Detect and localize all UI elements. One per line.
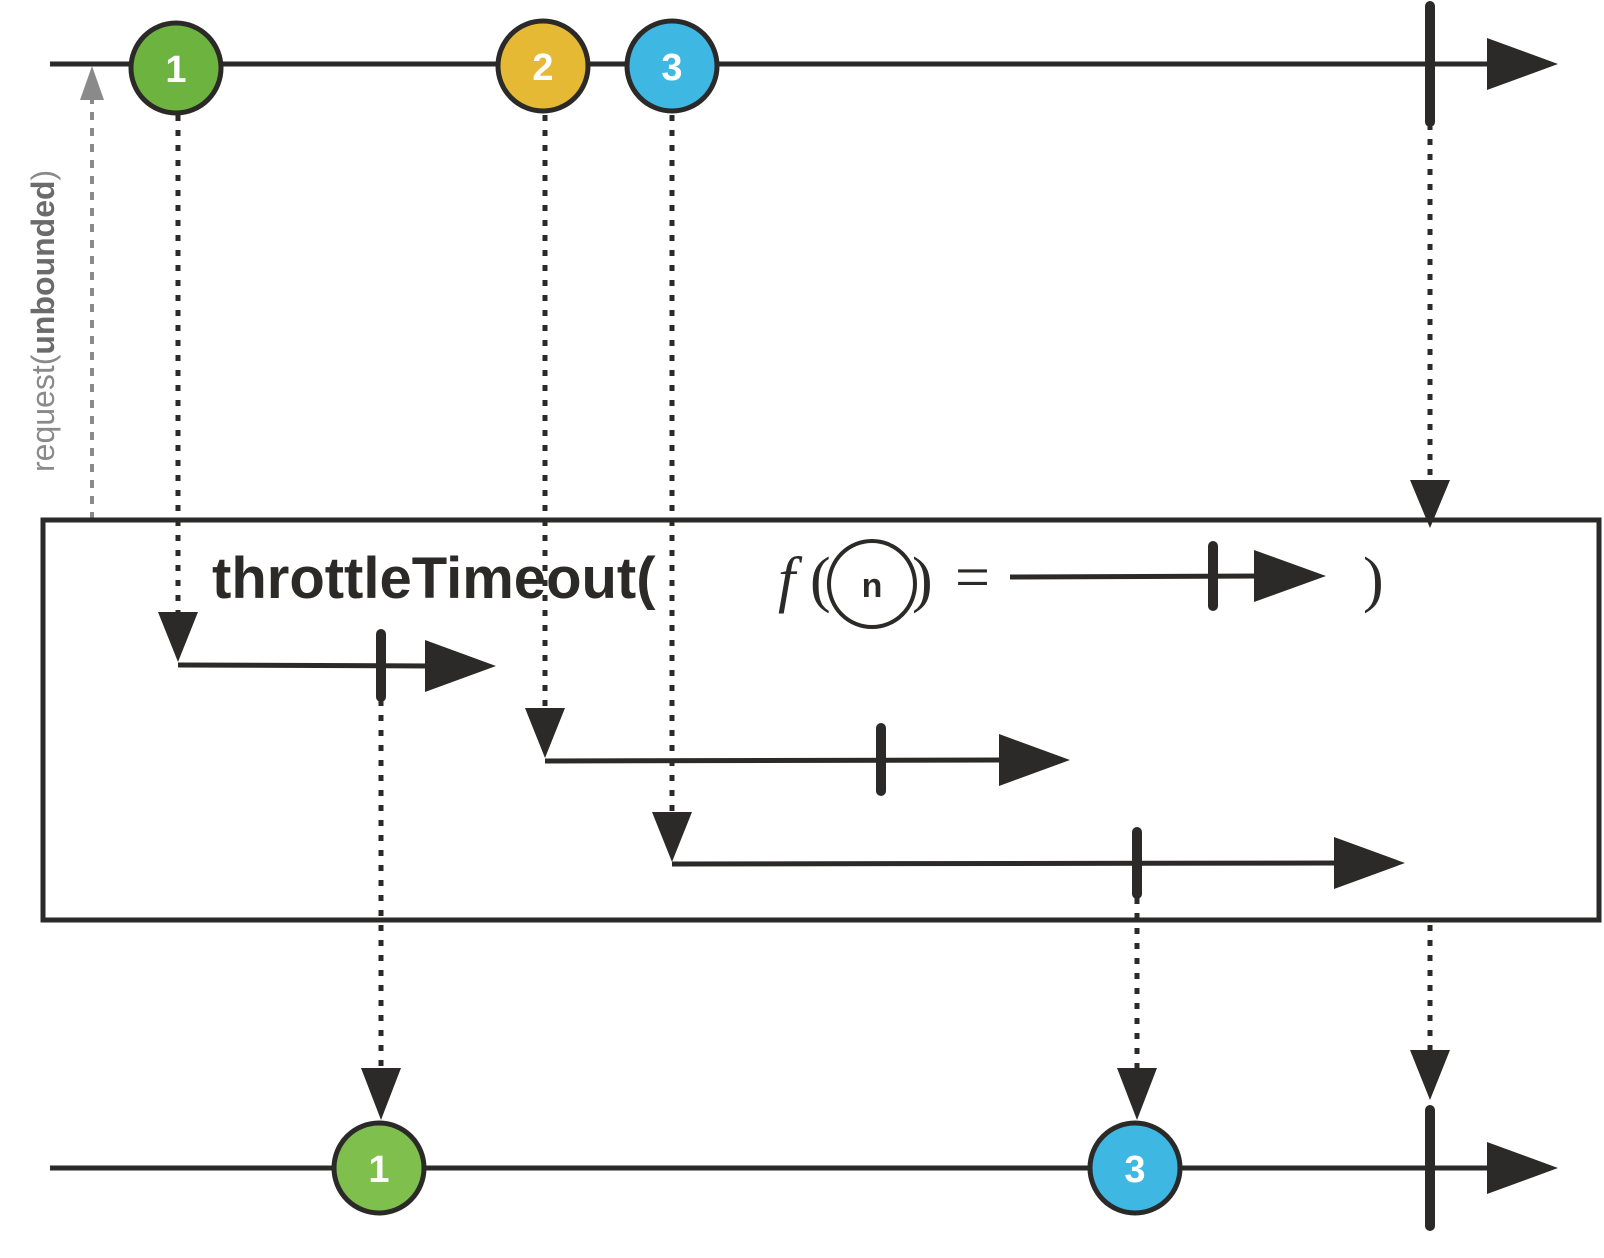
result-marble-1: 1 [331,1120,427,1216]
source-connector-arrowheads [158,480,1450,862]
output-arrowhead-complete [1410,1050,1450,1100]
arrowhead-1 [158,612,198,662]
operator-n-label: n [862,567,883,605]
inner-timeline-2 [544,723,1070,796]
operator-box [40,517,1602,923]
output-connector-arrowheads [361,1050,1450,1120]
marble-1-label: 1 [165,49,186,91]
operator-timeline [1009,573,1263,580]
operator-label: throttleTimeout( f ( n ) = ) [212,539,1384,629]
source-timeline [50,1,1558,127]
request-arrowhead [80,66,104,100]
inner-timeline-3-arrowhead [1334,837,1405,889]
arrowhead-3 [652,812,692,862]
operator-equals: = [955,544,990,612]
result-marble-1-label: 1 [368,1149,389,1191]
result-timeline [50,1105,1558,1231]
operator-close: ) [1363,546,1384,614]
arrowhead-complete [1410,480,1450,528]
output-arrowhead-3 [1117,1068,1157,1120]
marble-2-circle [495,18,591,114]
operator-n-circle [827,539,917,629]
source-marble-2: 2 [495,18,591,114]
operator-paren-close: ) [912,546,933,614]
operator-timeline-arrowhead [1254,550,1326,602]
marble-2-label: 2 [532,47,553,89]
result-arrowhead [1487,1142,1558,1194]
source-marble-1: 1 [128,20,224,116]
inner-timeline-1 [177,629,496,702]
request-indicator: request(unbounded) [25,66,104,520]
inner-timeline-1-arrowhead [425,640,496,692]
inner-timeline-2-arrowhead [999,734,1070,786]
source-marble-3: 3 [624,18,720,114]
output-connectors [378,700,1433,1070]
source-arrowhead [1487,38,1558,90]
output-arrowhead-1 [361,1068,401,1120]
operator-paren-open: ( [810,546,831,614]
operator-function-symbol: f [778,546,803,614]
operator-name: throttleTimeout( [212,546,656,611]
result-marble-3-circle [1087,1120,1183,1216]
arrowhead-2 [525,708,565,758]
inner-timeline-3 [671,827,1405,899]
result-marble-3-label: 3 [1124,1149,1145,1191]
source-connectors [175,115,1433,822]
result-marble-1-circle [331,1120,427,1216]
marble-1-circle [128,20,224,116]
result-marble-3: 3 [1087,1120,1183,1216]
marble-3-circle [624,18,720,114]
marble-3-label: 3 [661,47,682,89]
request-label: request(unbounded) [25,170,61,472]
